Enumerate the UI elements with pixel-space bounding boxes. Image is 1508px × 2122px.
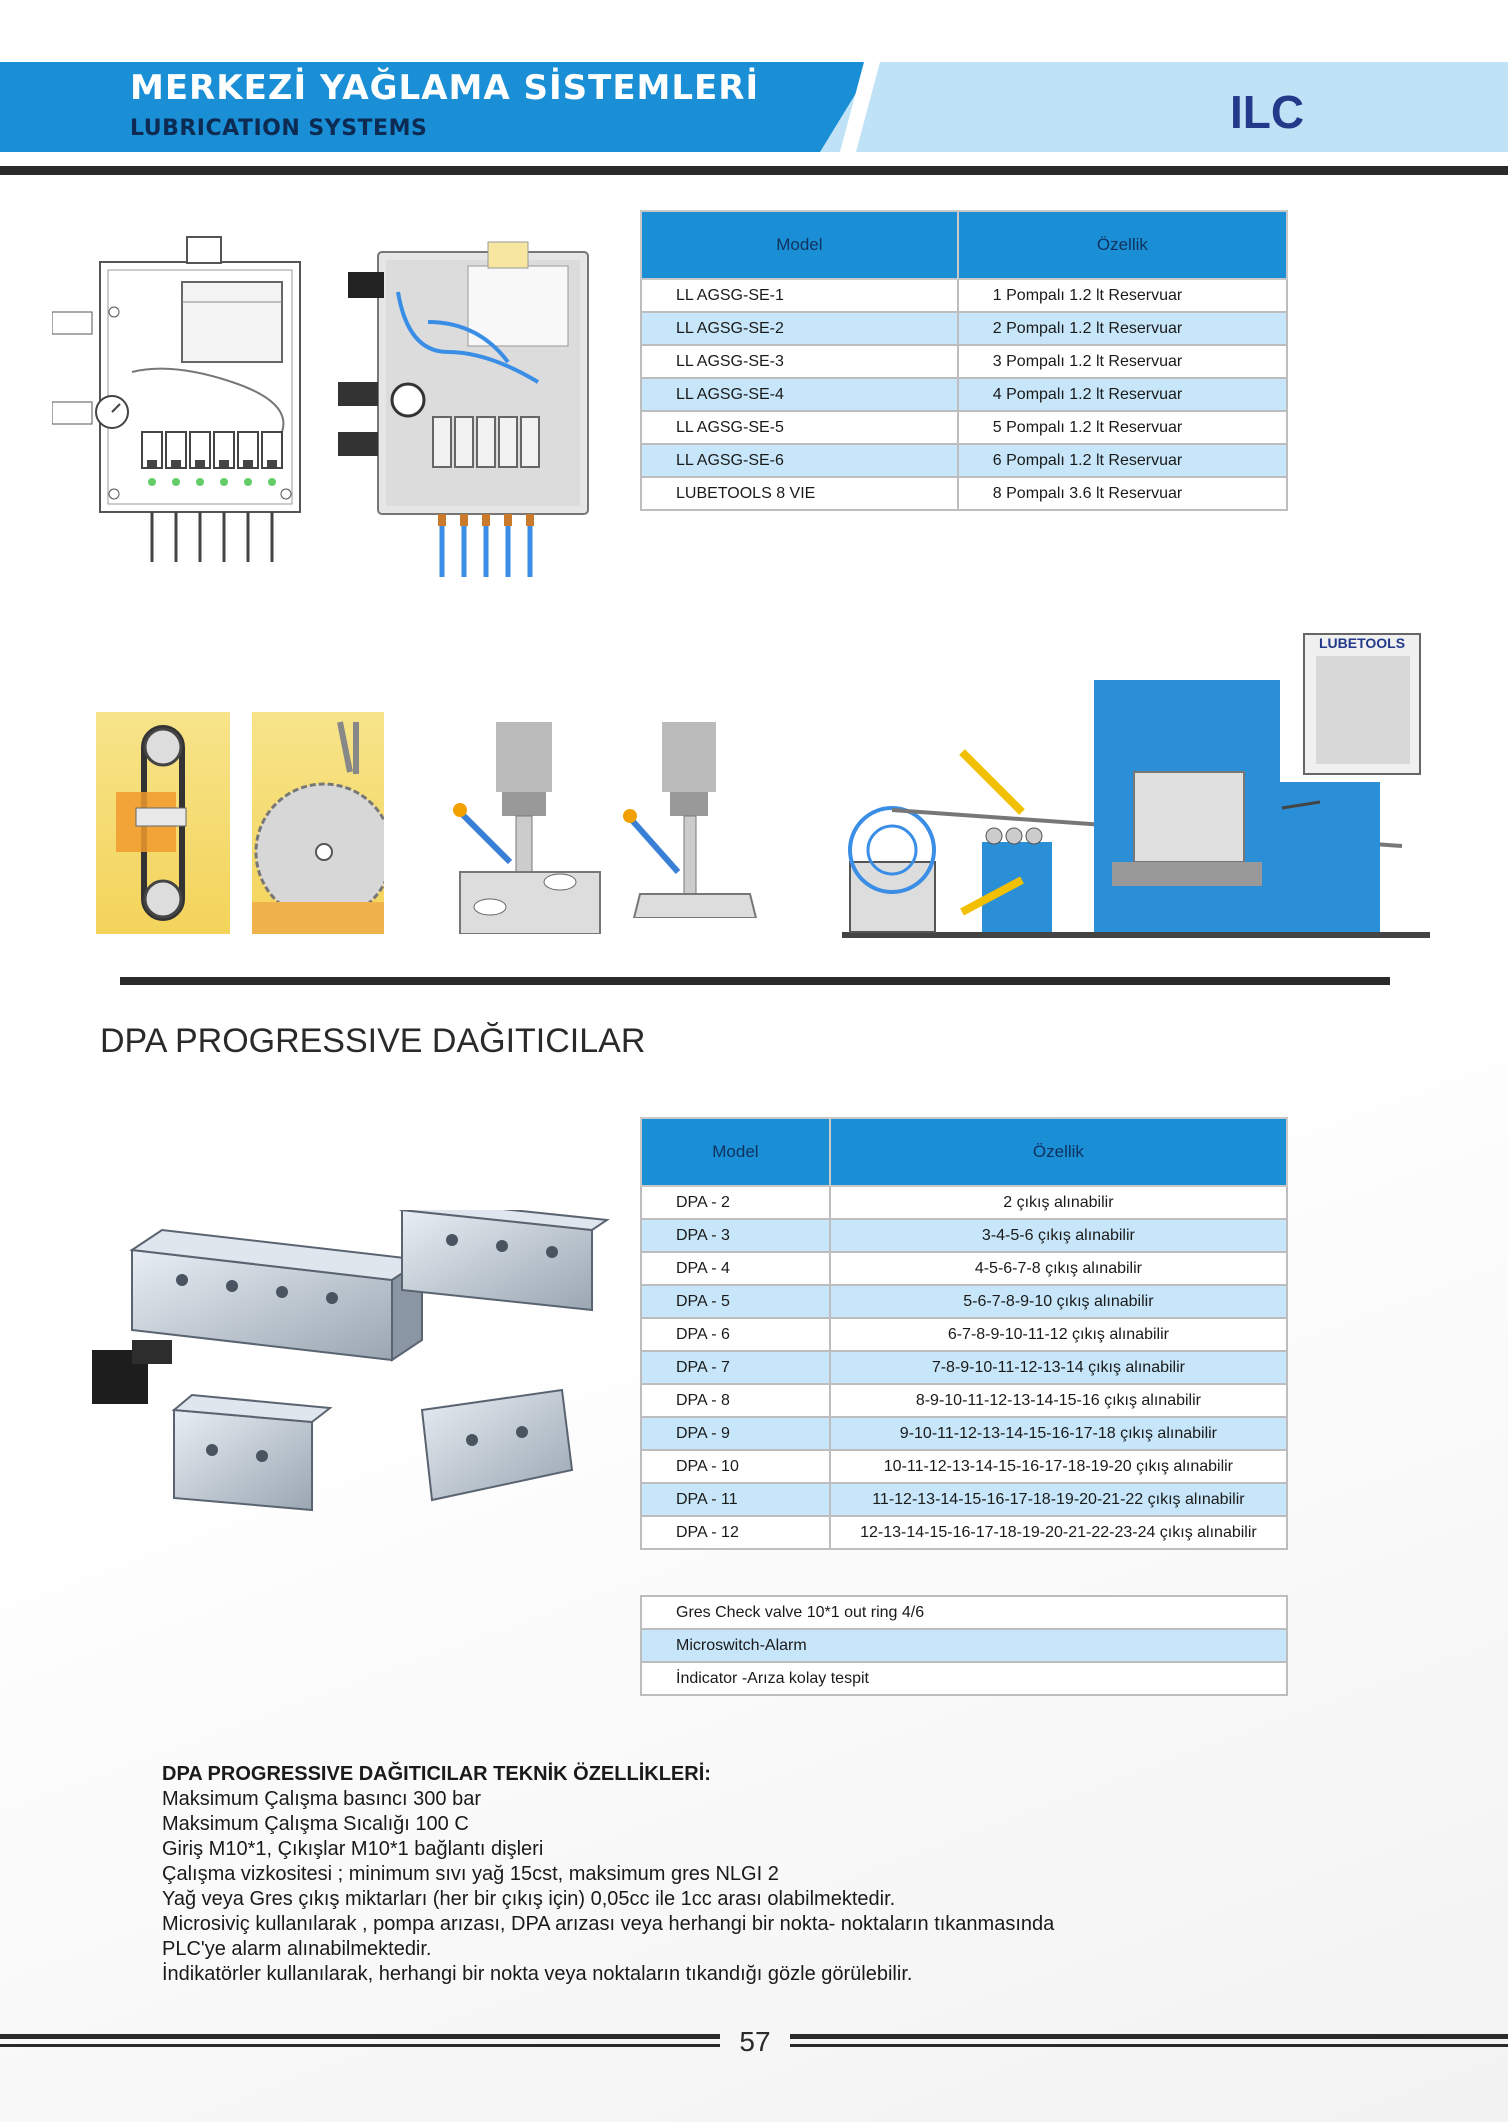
header-rule [0, 166, 1508, 175]
spec-line: Yağ veya Gres çıkış miktarları (her bir … [162, 1888, 896, 1910]
spec-line: PLC'ye alarm alınabilmektedir. [162, 1938, 432, 1960]
press-line-illustration: LUBETOOLS [842, 633, 1430, 938]
header-subtitle: LUBRICATION SYSTEMS [130, 116, 428, 141]
cell-feature: 7-8-9-10-11-12-13-14 çıkış alınabilir [828, 1350, 1289, 1385]
column-header-feature: Özellik [828, 1117, 1289, 1187]
table-row: Gres Check valve 10*1 out ring 4/6 [640, 1595, 1288, 1630]
cell-feature: 3-4-5-6 çıkış alınabilir [828, 1218, 1289, 1253]
footer-rule-right [790, 2034, 1508, 2039]
column-header-model: Model [640, 210, 959, 280]
table-row: Microswitch-Alarm [640, 1628, 1288, 1663]
cell-feature: 1 Pompalı 1.2 lt Reservuar [956, 278, 1289, 313]
cell-feature: 8-9-10-11-12-13-14-15-16 çıkış alınabili… [828, 1383, 1289, 1418]
cell-model: DPA - 5 [640, 1284, 831, 1319]
header-brand-panel [820, 62, 1508, 152]
header-title: MERKEZİ YAĞLAMA SİSTEMLERİ [130, 68, 760, 108]
page-number: 57 [739, 2026, 771, 2057]
cell-accessory: Gres Check valve 10*1 out ring 4/6 [640, 1595, 1288, 1630]
spec-line: Çalışma vizkositesi ; minimum sıvı yağ 1… [162, 1863, 779, 1885]
cell-feature: 6-7-8-9-10-11-12 çıkış alınabilir [828, 1317, 1289, 1352]
cell-model: DPA - 9 [640, 1416, 831, 1451]
lubetools-panel-logo: LUBETOOLS [1319, 635, 1405, 651]
cell-feature: 11-12-13-14-15-16-17-18-19-20-21-22 çıkı… [828, 1482, 1289, 1517]
drilling-illustration-2 [623, 722, 758, 918]
brand-logo: ILC [1230, 86, 1305, 138]
specs-heading: DPA PROGRESSIVE DAĞITICILAR TEKNİK ÖZELL… [162, 1763, 711, 1785]
circular-saw-illustration [252, 712, 384, 934]
header-banner [0, 62, 880, 152]
cell-model: DPA - 6 [640, 1317, 831, 1352]
cell-model: DPA - 10 [640, 1449, 831, 1484]
cell-model: DPA - 7 [640, 1350, 831, 1385]
cell-accessory: İndicator -Arıza kolay tespit [640, 1661, 1288, 1696]
lubrication-unit-photo [338, 241, 589, 577]
cell-feature: 2 Pompalı 1.2 lt Reservuar [956, 311, 1289, 346]
cell-model: LL AGSG-SE-5 [640, 410, 959, 445]
cell-model: DPA - 3 [640, 1218, 831, 1253]
cell-feature: 9-10-11-12-13-14-15-16-17-18 çıkış alına… [828, 1416, 1289, 1451]
cell-feature: 4 Pompalı 1.2 lt Reservuar [956, 377, 1289, 412]
cell-model: DPA - 11 [640, 1482, 831, 1517]
cell-feature: 3 Pompalı 1.2 lt Reservuar [956, 344, 1289, 379]
cell-feature: 5-6-7-8-9-10 çıkış alınabilir [828, 1284, 1289, 1319]
cell-feature: 10-11-12-13-14-15-16-17-18-19-20 çıkış a… [828, 1449, 1289, 1484]
cell-model: LL AGSG-SE-6 [640, 443, 959, 478]
cell-model: LL AGSG-SE-4 [640, 377, 959, 412]
footer-rule-left-thin [0, 2044, 720, 2047]
cell-model: DPA - 4 [640, 1251, 831, 1286]
footer-rule-right-thin [790, 2044, 1508, 2047]
cell-model: LL AGSG-SE-1 [640, 278, 959, 313]
spec-line: Microsiviç kullanılarak , pompa arızası,… [162, 1913, 1055, 1935]
section-title: DPA PROGRESSIVE DAĞITICILAR [100, 1022, 646, 1060]
cell-model: LUBETOOLS 8 VIE [640, 476, 959, 511]
cell-model: DPA - 2 [640, 1185, 831, 1220]
technical-specs: DPA PROGRESSIVE DAĞITICILAR TEKNİK ÖZELL… [162, 1762, 1362, 1987]
progressive-distributors-photo [92, 1210, 610, 1512]
spec-line: Maksimum Çalışma basıncı 300 bar [162, 1788, 482, 1810]
lubrication-unit-drawing [52, 236, 301, 562]
band-saw-illustration [96, 712, 230, 934]
cell-model: DPA - 12 [640, 1515, 831, 1550]
cell-feature: 2 çıkış alınabilir [828, 1185, 1289, 1220]
cell-accessory: Microswitch-Alarm [640, 1628, 1288, 1663]
column-header-feature: Özellik [956, 210, 1289, 280]
footer-rule-left [0, 2034, 720, 2039]
spec-line: Giriş M10*1, Çıkışlar M10*1 bağlantı diş… [162, 1838, 544, 1860]
cell-feature: 6 Pompalı 1.2 lt Reservuar [956, 443, 1289, 478]
table-row: İndicator -Arıza kolay tespit [640, 1661, 1288, 1696]
spec-line: İndikatörler kullanılarak, herhangi bir … [162, 1963, 913, 1985]
cell-feature: 4-5-6-7-8 çıkış alınabilir [828, 1251, 1289, 1286]
cell-model: LL AGSG-SE-3 [640, 344, 959, 379]
cell-model: DPA - 8 [640, 1383, 831, 1418]
spec-line: Maksimum Çalışma Sıcalığı 100 C [162, 1813, 469, 1835]
column-header-model: Model [640, 1117, 831, 1187]
drilling-illustration-1 [453, 722, 601, 934]
cell-model: LL AGSG-SE-2 [640, 311, 959, 346]
cell-feature: 8 Pompalı 3.6 lt Reservuar [956, 476, 1289, 511]
cell-feature: 12-13-14-15-16-17-18-19-20-21-22-23-24 ç… [828, 1515, 1289, 1550]
section-rule [120, 977, 1390, 985]
dpa-accessories-table: Gres Check valve 10*1 out ring 4/6 Micro… [640, 1595, 1288, 1696]
cell-feature: 5 Pompalı 1.2 lt Reservuar [956, 410, 1289, 445]
